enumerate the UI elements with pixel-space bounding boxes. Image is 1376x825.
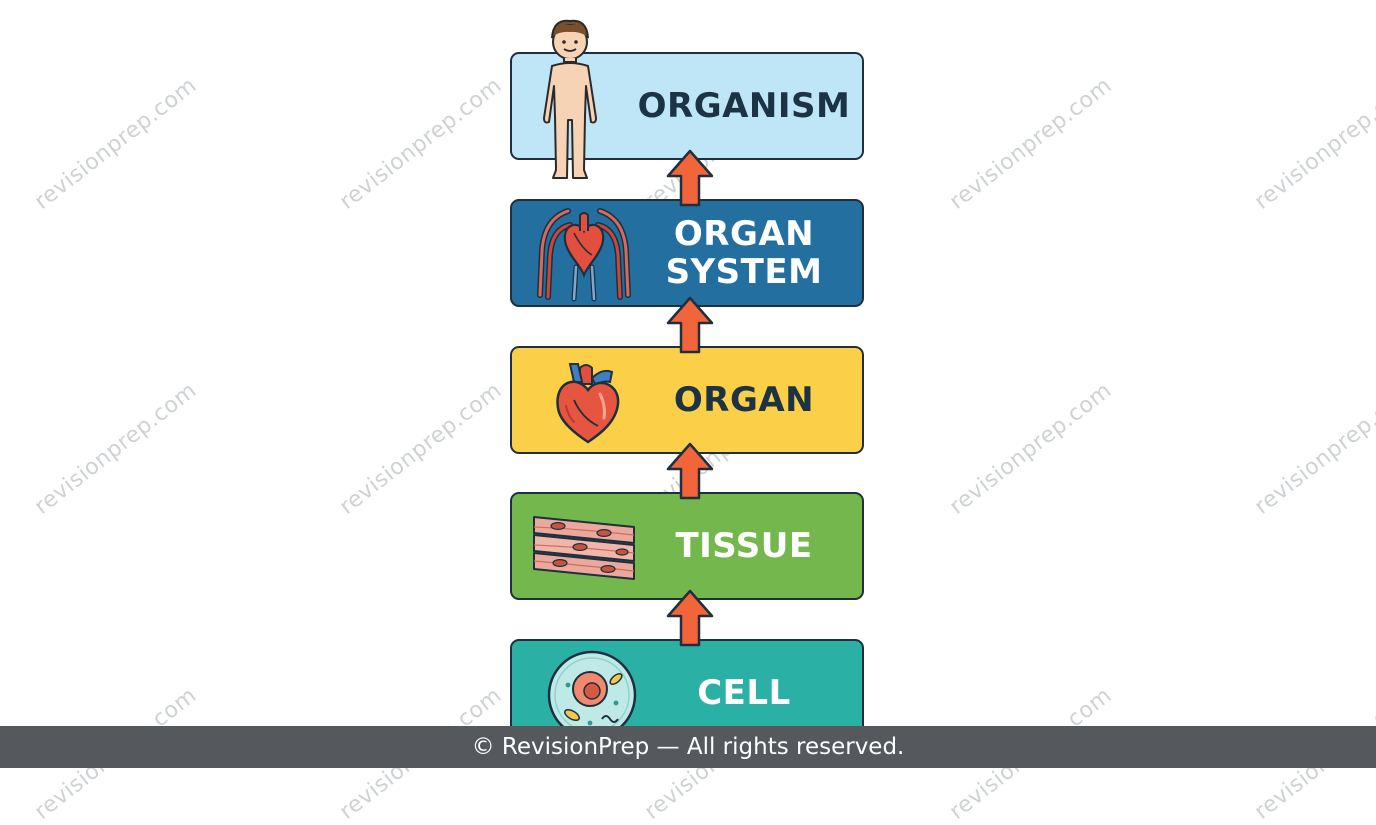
circulatory-system-icon xyxy=(537,208,631,302)
level-organ-system: ORGAN SYSTEM xyxy=(510,199,864,307)
watermark-text: revisionprep.com xyxy=(335,377,507,520)
watermark-text: revisionprep.com xyxy=(30,72,202,215)
watermark-text: revisionprep.com xyxy=(335,72,507,215)
watermark-text: revisionprep.com xyxy=(1250,377,1376,520)
arrow-up-icon xyxy=(666,149,714,207)
muscle-tissue-icon xyxy=(533,516,635,580)
heart-icon xyxy=(556,363,620,444)
level-cell: CELL xyxy=(510,639,864,747)
level-label: TISSUE xyxy=(675,526,813,566)
footer-text: © RevisionPrep — All rights reserved. xyxy=(471,734,905,760)
level-organism: ORGANISM xyxy=(510,19,864,179)
level-label: CELL xyxy=(697,673,791,713)
level-tissue: TISSUE xyxy=(510,492,864,600)
watermark-text: revisionprep.com xyxy=(30,377,202,520)
arrow-up-icon xyxy=(666,296,714,354)
arrow-up-icon xyxy=(666,589,714,647)
level-organ: ORGAN xyxy=(510,346,864,454)
watermark-text: revisionprep.com xyxy=(1250,72,1376,215)
arrow-up-icon xyxy=(666,442,714,500)
human-figure-icon xyxy=(543,19,597,179)
level-label: ORGANISM xyxy=(637,86,851,126)
watermark-text: revisionprep.com xyxy=(945,72,1117,215)
watermark-text: revisionprep.com xyxy=(945,377,1117,520)
copyright-footer: © RevisionPrep — All rights reserved. xyxy=(0,726,1376,768)
level-label: ORGAN SYSTEM xyxy=(665,214,823,292)
level-label: ORGAN xyxy=(673,380,815,420)
